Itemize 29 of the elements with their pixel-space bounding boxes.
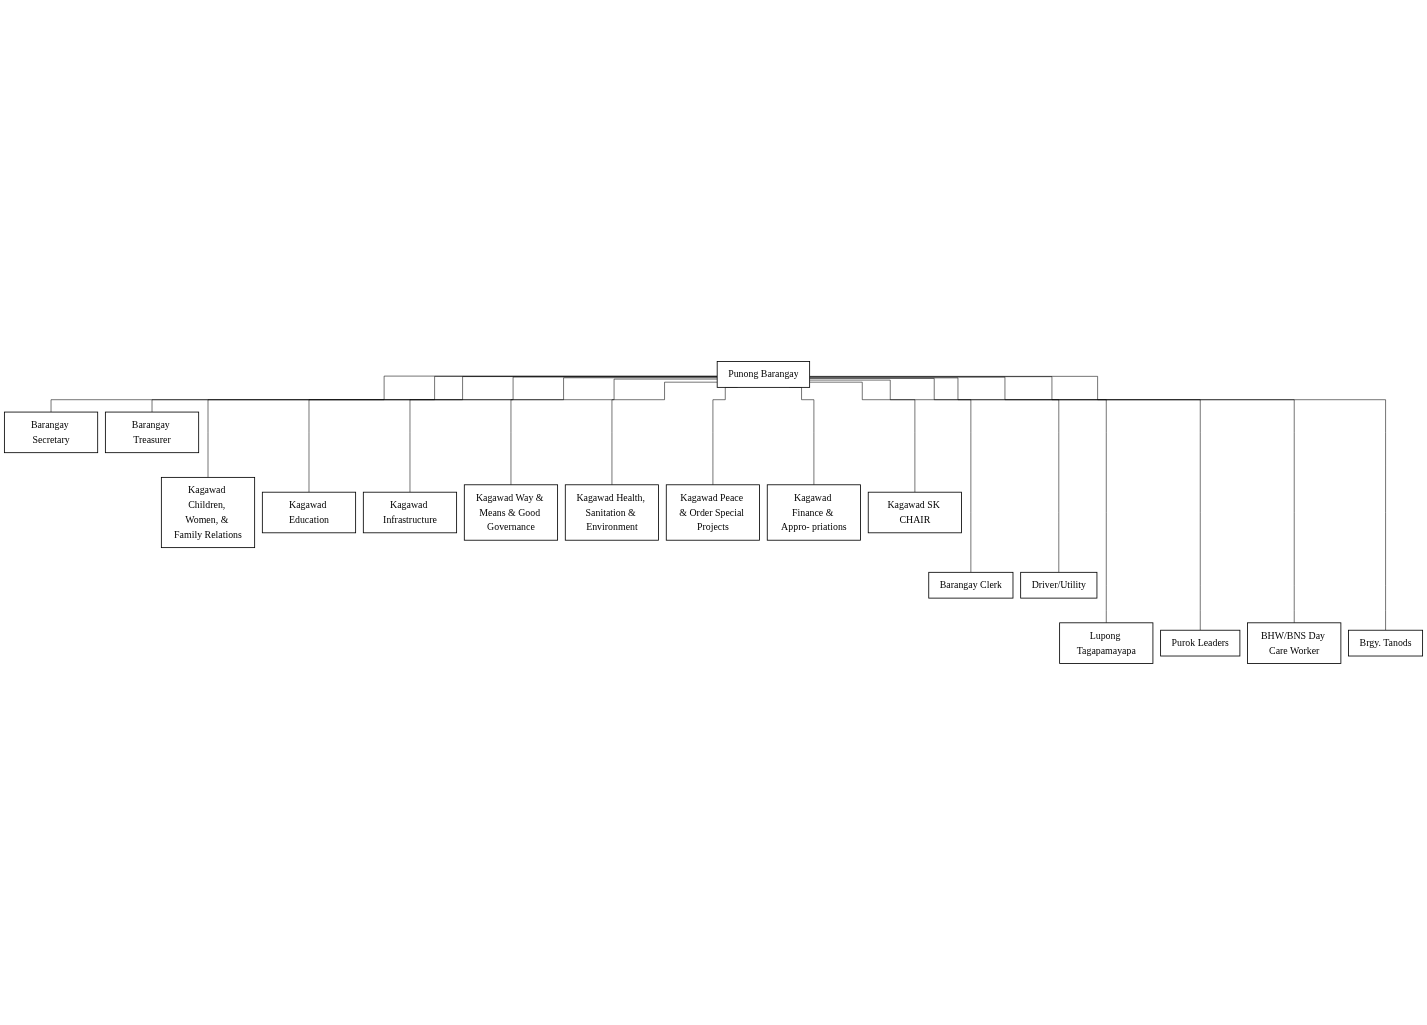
connector bbox=[611, 381, 718, 486]
node-box: Punong Barangay bbox=[716, 361, 811, 388]
connector bbox=[809, 376, 1386, 631]
node-box: Barangay Secretary bbox=[3, 411, 99, 454]
node-box: Kagawad SK CHAIR bbox=[867, 491, 962, 534]
connector bbox=[809, 377, 1107, 624]
node-box: Purok Leaders bbox=[1160, 629, 1241, 657]
node-box: Kagawad Way & Means & Good Governance bbox=[463, 484, 558, 541]
connector bbox=[809, 376, 1201, 631]
node-box: Kagawad Peace & Order Special Projects bbox=[665, 484, 760, 541]
node-box: Lupong Tagapamayapa bbox=[1059, 622, 1154, 664]
node-box: Kagawad Education bbox=[261, 491, 357, 534]
connector bbox=[809, 376, 1295, 624]
connector bbox=[308, 376, 718, 493]
node-box: Barangay Treasurer bbox=[104, 411, 200, 454]
connector bbox=[409, 377, 718, 493]
node-box: Kagawad Infrastructure bbox=[362, 491, 458, 534]
node-box: Brgy. Tanods bbox=[1348, 629, 1423, 657]
node-box: Kagawad Finance & Appro- priations bbox=[766, 484, 861, 541]
node-box: BHW/BNS Day Care Worker bbox=[1247, 622, 1342, 664]
connector bbox=[809, 379, 972, 573]
connector bbox=[809, 381, 916, 493]
connector bbox=[50, 375, 718, 413]
node-box: Barangay Clerk bbox=[928, 571, 1014, 599]
node-box: Kagawad Children, Women, & Family Relations bbox=[160, 476, 256, 549]
node-box: Driver/Utility bbox=[1020, 571, 1098, 599]
connector bbox=[809, 378, 1060, 573]
connector bbox=[510, 378, 718, 486]
node-box: Kagawad Health, Sanitation & Environment bbox=[564, 484, 659, 541]
